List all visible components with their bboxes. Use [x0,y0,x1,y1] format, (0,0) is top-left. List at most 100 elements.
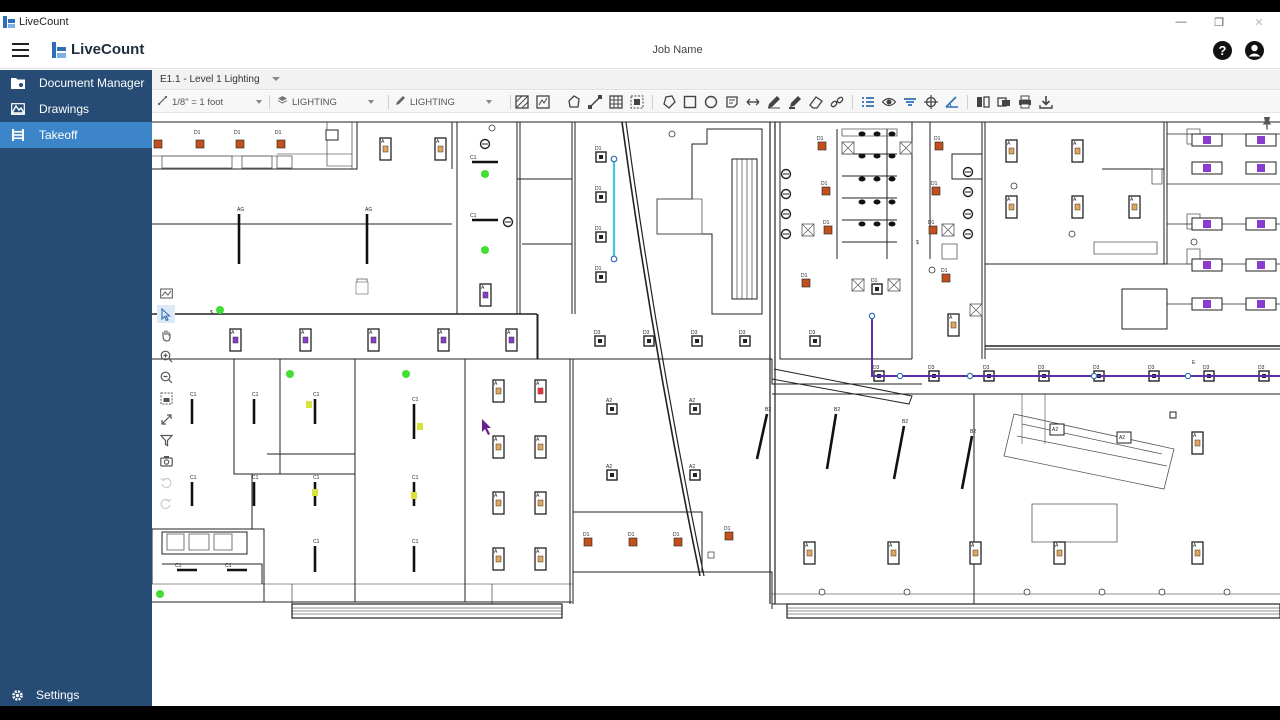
lighting-floor-plan[interactable]: D1D1D1A2AAAGAGC1C1AAAAAA$C1C1C1C1C1C1C1C… [152,114,1280,706]
small-round-fixture [818,588,826,596]
pin-icon[interactable] [1260,116,1276,132]
fixture-tag: A [949,315,953,321]
fixture-tag: D3 [873,365,880,371]
job-name[interactable]: Job Name [652,44,703,56]
sheet-selector[interactable]: E1.1 - Level 1 Lighting [160,74,260,85]
download-icon[interactable] [1038,94,1054,110]
select-pointer-icon[interactable] [157,305,175,323]
fixture-tag: D1 [194,130,201,136]
fixture-tag: A [369,330,373,336]
linear-measure-icon[interactable] [587,94,603,110]
sidebar-item-drawings[interactable]: Drawings [0,96,152,122]
drawing-canvas[interactable]: D1D1D1A2AAAGAGC1C1AAAAAA$C1C1C1C1C1C1C1C… [152,114,1280,706]
marker-dot [216,306,224,314]
fixture-symbol [890,549,897,557]
orange-fixture [817,141,827,151]
menu-icon[interactable] [12,43,29,57]
sidebar-item-takeoff[interactable]: Takeoff [0,122,152,148]
freeform-shape-icon[interactable] [661,94,677,110]
print-icon[interactable] [1017,94,1033,110]
orange-fixture [934,141,944,151]
select-region-icon[interactable] [629,94,645,110]
scale-icon [157,95,168,108]
chevron-down-icon[interactable] [272,77,280,81]
fixture-symbol [647,339,651,343]
fixture-tag: D1 [595,146,602,152]
circle-icon[interactable] [703,94,719,110]
minimize-button[interactable]: — [1175,16,1187,28]
rectangle-icon[interactable] [682,94,698,110]
highlighter-icon[interactable] [787,94,803,110]
polygon-icon[interactable] [566,94,582,110]
filter-lines-icon[interactable] [902,94,918,110]
zoom-in-icon[interactable] [157,347,175,365]
dimension-arrow-icon[interactable] [745,94,761,110]
sidebar-item-document-manager[interactable]: Document Manager [0,70,152,96]
layer-value: LIGHTING [292,96,337,108]
fixture-symbol [495,443,502,451]
maximize-button[interactable]: ❐ [1214,16,1224,29]
account-icon[interactable] [1245,41,1264,60]
grid-count-icon[interactable] [608,94,624,110]
area-hatch-icon[interactable] [514,94,530,110]
list-icon[interactable] [860,94,876,110]
scale-select[interactable]: 1/8" = 1 foot [157,94,262,110]
purple-fixture [1203,164,1211,172]
fixture-tag: D1 [275,130,282,136]
fixture-symbol [599,155,603,159]
sheet-image-icon[interactable] [157,284,175,302]
fixture-tag: D1 [934,136,941,142]
fixture-tag: D1 [595,266,602,272]
purple-fixture [1257,136,1265,144]
note-icon[interactable] [724,94,740,110]
grille [707,551,715,559]
eye-icon[interactable] [881,94,897,110]
fixture-symbol [599,195,603,199]
toolbar-divider [510,95,511,109]
fixture-symbol [495,499,502,507]
fixture-tag: A2 [689,398,695,404]
filter-icon[interactable] [157,431,175,449]
angle-snap-icon[interactable] [944,94,960,110]
fixture-symbol [1008,147,1015,155]
camera-icon[interactable] [157,452,175,470]
fixture-tag: A [436,139,440,145]
yellow-marker [417,423,423,430]
fit-to-screen-icon[interactable] [157,410,175,428]
exhaust-fan-x [969,303,983,317]
toilet-fixture [873,221,881,227]
fixture-symbol [610,407,614,411]
help-icon[interactable]: ? [1213,41,1232,60]
compare-icon[interactable] [975,94,991,110]
fixture-tag: D1 [673,532,680,538]
sidebar-item-settings[interactable]: Settings [0,682,152,706]
fixture-symbol [370,336,377,344]
toilet-fixture [888,199,896,205]
pen-icon[interactable] [766,94,782,110]
red-fixture [538,388,543,394]
fixture-symbol [1074,147,1081,155]
fixture-symbol [537,443,544,451]
brand: LiveCount [52,41,144,58]
fixture-tag: A [231,330,235,336]
fixture-tag: A [1055,543,1059,549]
layer-select[interactable]: LIGHTING [277,94,374,110]
eraser-icon[interactable] [808,94,824,110]
link-icon[interactable] [829,94,845,110]
pan-hand-icon[interactable] [157,326,175,344]
purple-fixture [1257,164,1265,172]
close-button[interactable]: ✕ [1254,16,1264,29]
fixture-tag: A [494,437,498,443]
overlay-icon[interactable] [996,94,1012,110]
zoom-out-icon[interactable] [157,368,175,386]
toilet-fixture [858,131,866,137]
fixture-tag: B2 [834,407,840,413]
zoom-window-icon[interactable] [157,389,175,407]
sidebar: Document Manager Drawings Takeoff Settin… [0,70,152,706]
crosshair-icon[interactable] [923,94,939,110]
fixture-tag: C1 [412,539,419,545]
toilet-fixture [888,221,896,227]
markup-layer-select[interactable]: LIGHTING [396,94,492,110]
fixture-tag: A [439,330,443,336]
area-deduct-icon[interactable] [535,94,551,110]
